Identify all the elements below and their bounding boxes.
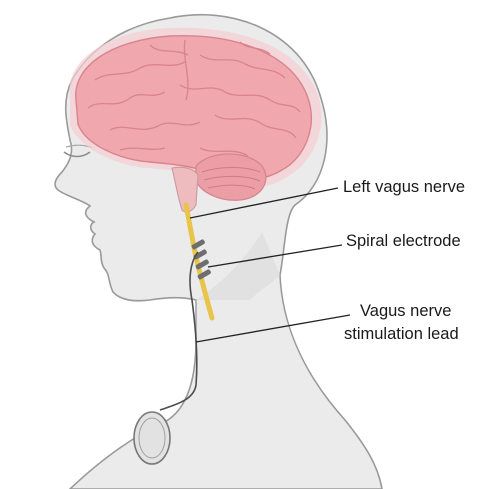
label-lead-line2: stimulation lead [344, 325, 459, 343]
label-spiral-electrode: Spiral electrode [346, 232, 461, 250]
label-left-vagus-nerve: Left vagus nerve [343, 178, 465, 196]
label-lead-line1: Vagus nerve [360, 302, 451, 320]
